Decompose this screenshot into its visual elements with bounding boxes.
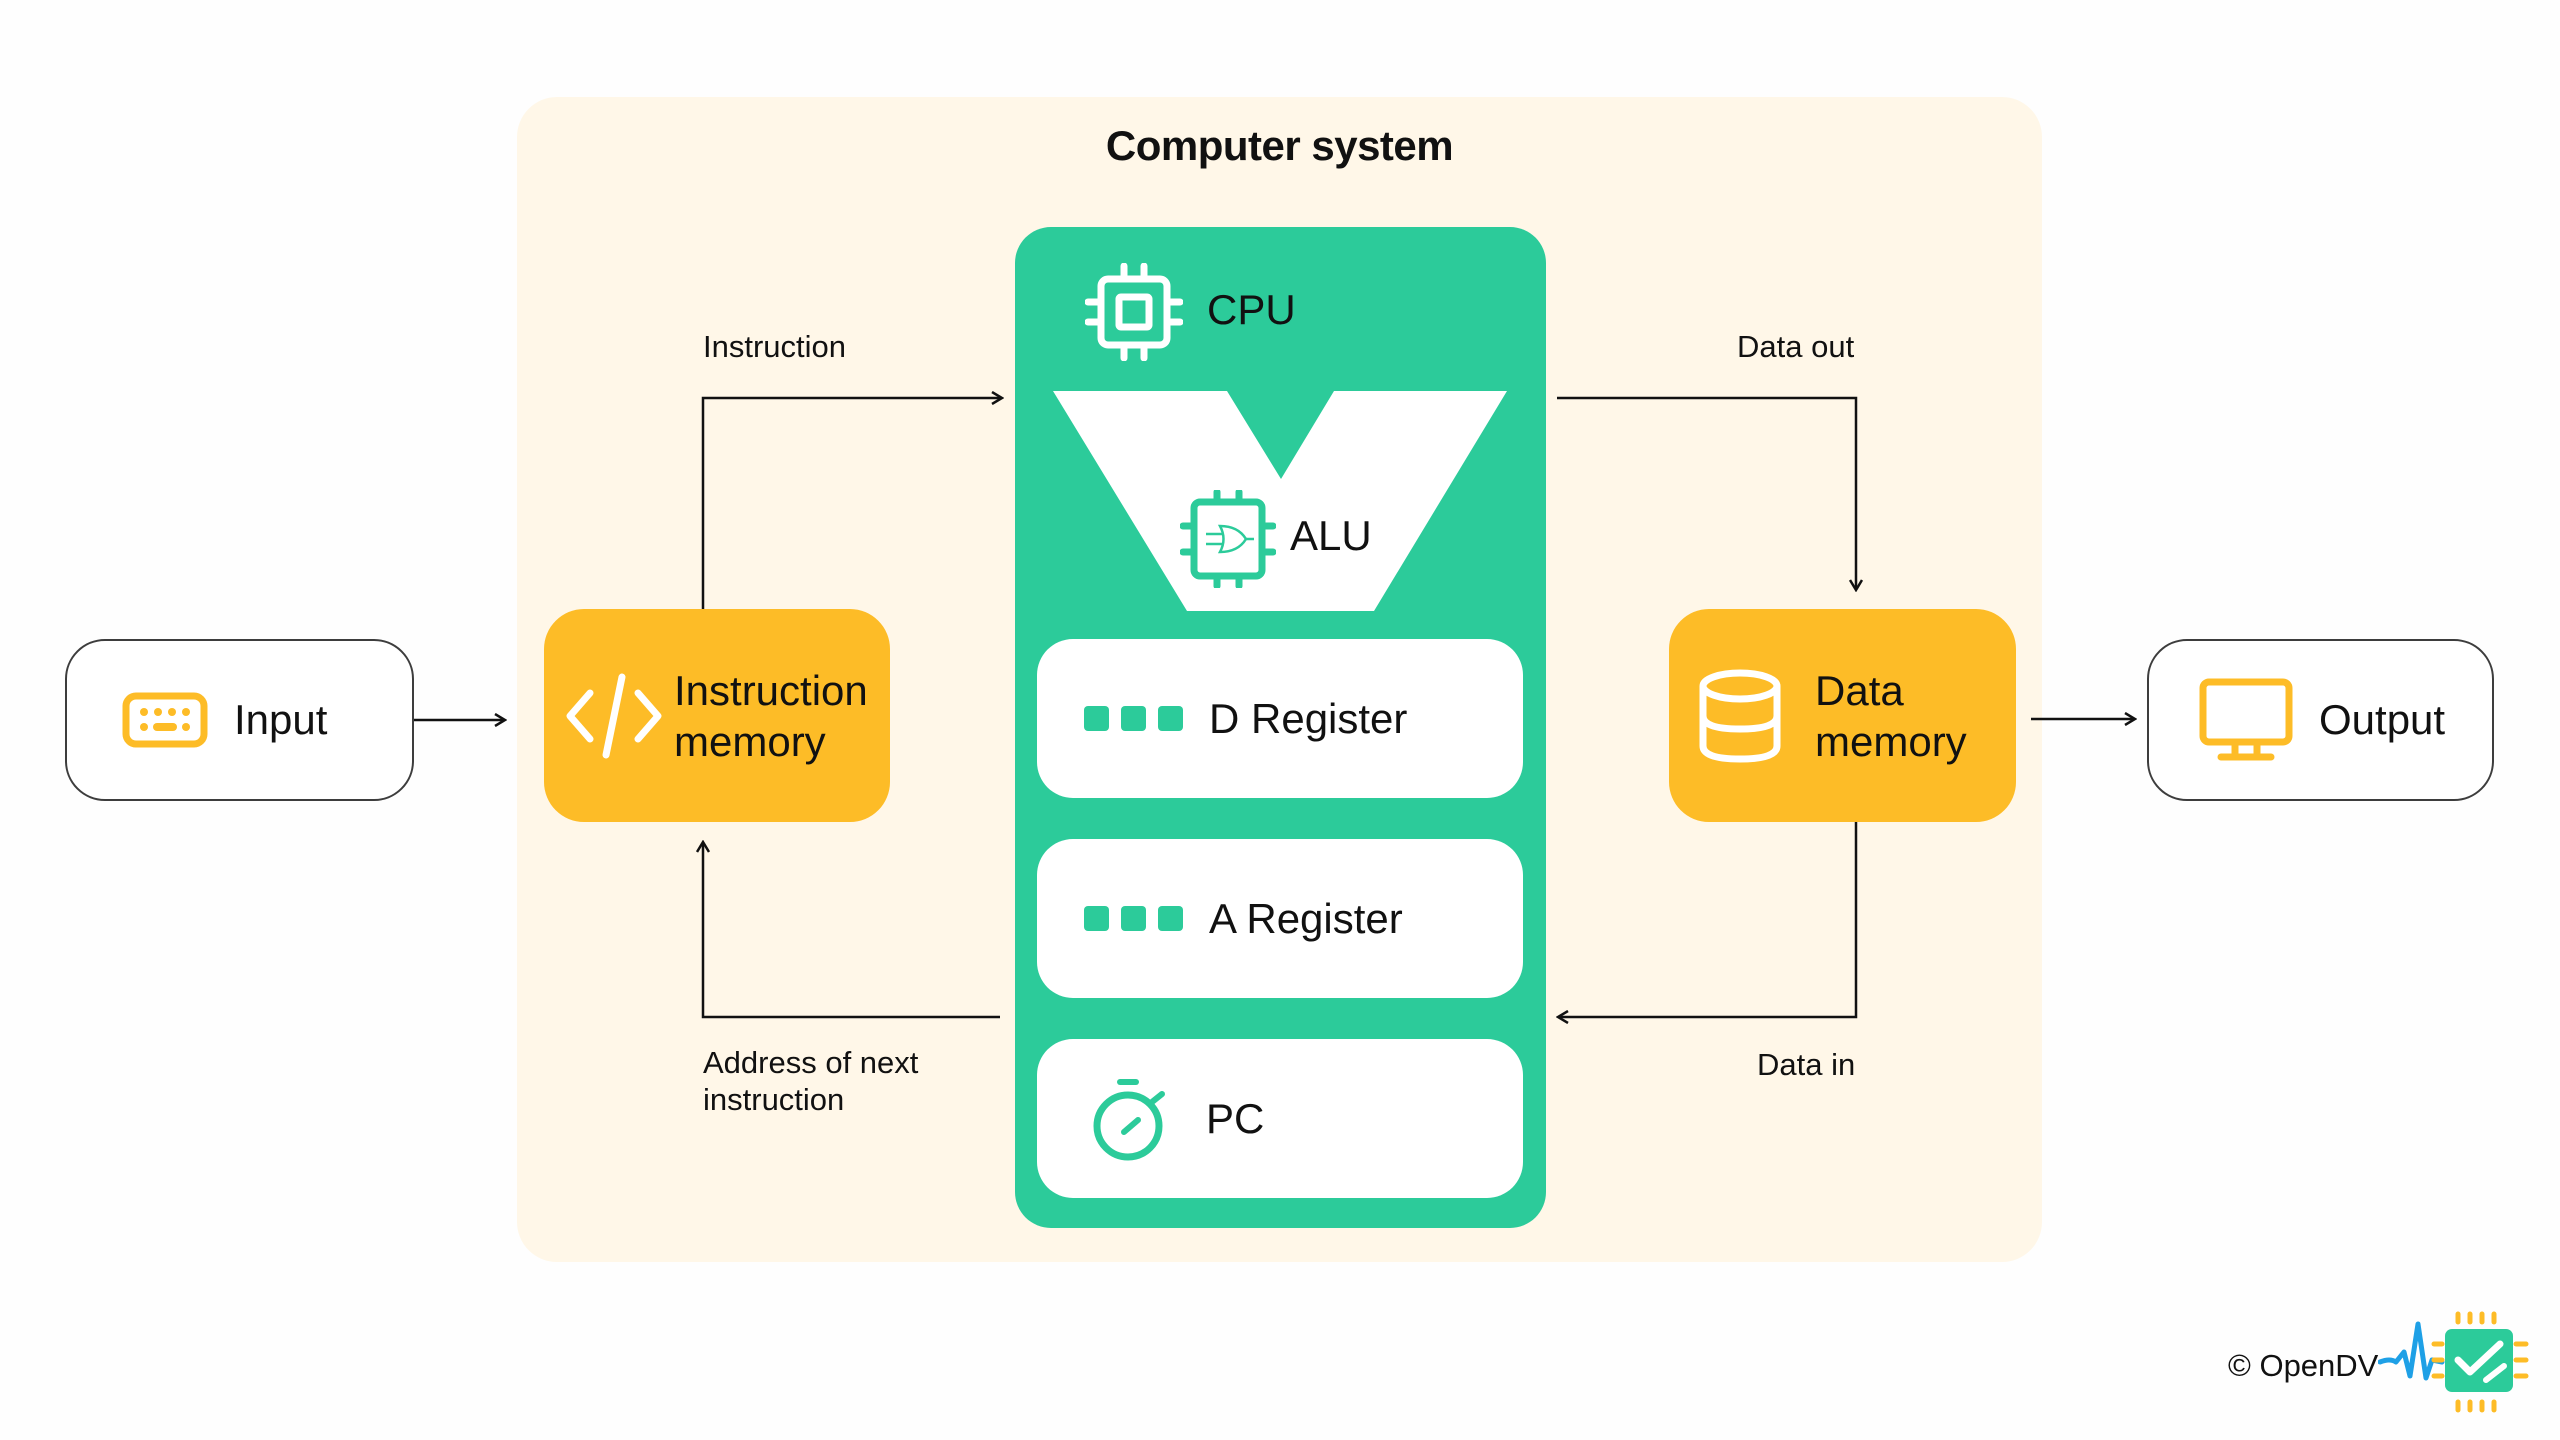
register-squares-icon: [1084, 706, 1183, 731]
arrow-instruction: [701, 398, 1002, 630]
data-memory-label-line2: memory: [1815, 717, 1967, 765]
opendv-chip-check-logo: [2377, 1308, 2538, 1421]
data-memory-block[interactable]: Data memory: [1669, 609, 2016, 822]
keyboard-icon: [122, 692, 208, 748]
instruction-memory-block[interactable]: Instruction memory: [544, 609, 890, 822]
register-squares-icon: [1084, 906, 1183, 931]
output-label: Output: [2319, 696, 2446, 743]
label-address-line1: Address of next: [703, 1045, 919, 1080]
input-label: Input: [234, 696, 328, 743]
output-block[interactable]: Output: [2147, 639, 2494, 801]
arrow-data-out: [1557, 396, 1856, 590]
diagram-title: Computer system: [1105, 122, 1454, 169]
alu-label: ALU: [1290, 512, 1372, 559]
d-register-block[interactable]: D Register: [1037, 639, 1523, 798]
data-memory-label-line1: Data: [1815, 666, 1904, 714]
code-icon: [564, 671, 664, 761]
cpu-chip-icon: [1084, 262, 1184, 366]
input-block[interactable]: Input: [65, 639, 414, 801]
label-instruction: Instruction: [703, 329, 847, 364]
monitor-icon: [2199, 678, 2293, 762]
instruction-memory-label-line1: Instruction: [674, 666, 868, 714]
arrow-address-of-next-instruction: [703, 842, 1000, 1019]
cpu-label: CPU: [1207, 286, 1296, 333]
label-data-in: Data in: [1757, 1047, 1856, 1082]
pc-label: PC: [1206, 1094, 1265, 1142]
pc-block[interactable]: PC: [1037, 1039, 1523, 1198]
logic-gate-chip-icon: [1179, 488, 1277, 593]
a-register-block[interactable]: A Register: [1037, 839, 1523, 998]
label-address-line2: instruction: [703, 1082, 845, 1117]
arrow-data-in: [1558, 802, 1858, 1017]
instruction-memory-label-line2: memory: [674, 717, 826, 765]
d-register-label: D Register: [1209, 694, 1408, 742]
database-icon: [1697, 668, 1783, 764]
a-register-label: A Register: [1209, 894, 1403, 942]
stopwatch-icon: [1092, 1076, 1172, 1162]
label-data-out: Data out: [1737, 329, 1855, 364]
copyright-text: © OpenDV: [2228, 1348, 2379, 1383]
